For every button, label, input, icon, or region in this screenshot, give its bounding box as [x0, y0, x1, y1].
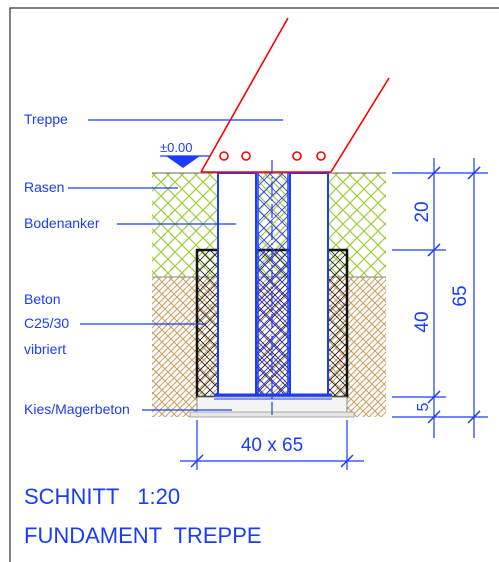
dimension-width: [180, 420, 364, 470]
label-treppe: Treppe: [24, 111, 68, 127]
dimension-chain: [392, 158, 446, 438]
frame-border: [9, 7, 499, 562]
stair-stringer-left: [200, 17, 289, 173]
stair-bolts: [219, 151, 326, 161]
dimension-20-label: 20: [412, 201, 433, 222]
bolt-icon: [316, 151, 326, 161]
dimension-65-label: 65: [450, 285, 471, 306]
label-rasen: Rasen: [24, 179, 64, 195]
title-line-1: SCHNITT 1:20: [24, 484, 180, 509]
dimension-total: [446, 158, 488, 438]
bolt-icon: [241, 151, 251, 161]
title-line-2: FUNDAMENT TREPPE: [24, 523, 262, 548]
level-label: ±0.00: [160, 140, 192, 155]
label-beton-2: C25/30: [24, 315, 69, 331]
bolt-icon: [219, 151, 229, 161]
bolt-icon: [292, 151, 302, 161]
label-bodenanker: Bodenanker: [24, 215, 100, 231]
label-kies: Kies/Magerbeton: [24, 401, 130, 417]
dimension-40-label: 40: [412, 311, 433, 332]
level-marker-icon: [166, 156, 200, 168]
dimension-5-label: 5: [415, 402, 432, 411]
label-beton-1: Beton: [24, 291, 61, 307]
anchor-post-left: [217, 172, 257, 396]
anchor-post-right: [289, 172, 329, 396]
dimension-width-label: 40 x 65: [241, 435, 303, 456]
stair-stringer-right: [330, 77, 390, 173]
anchor-hatch: [258, 173, 288, 395]
label-beton-3: vibriert: [24, 341, 66, 357]
